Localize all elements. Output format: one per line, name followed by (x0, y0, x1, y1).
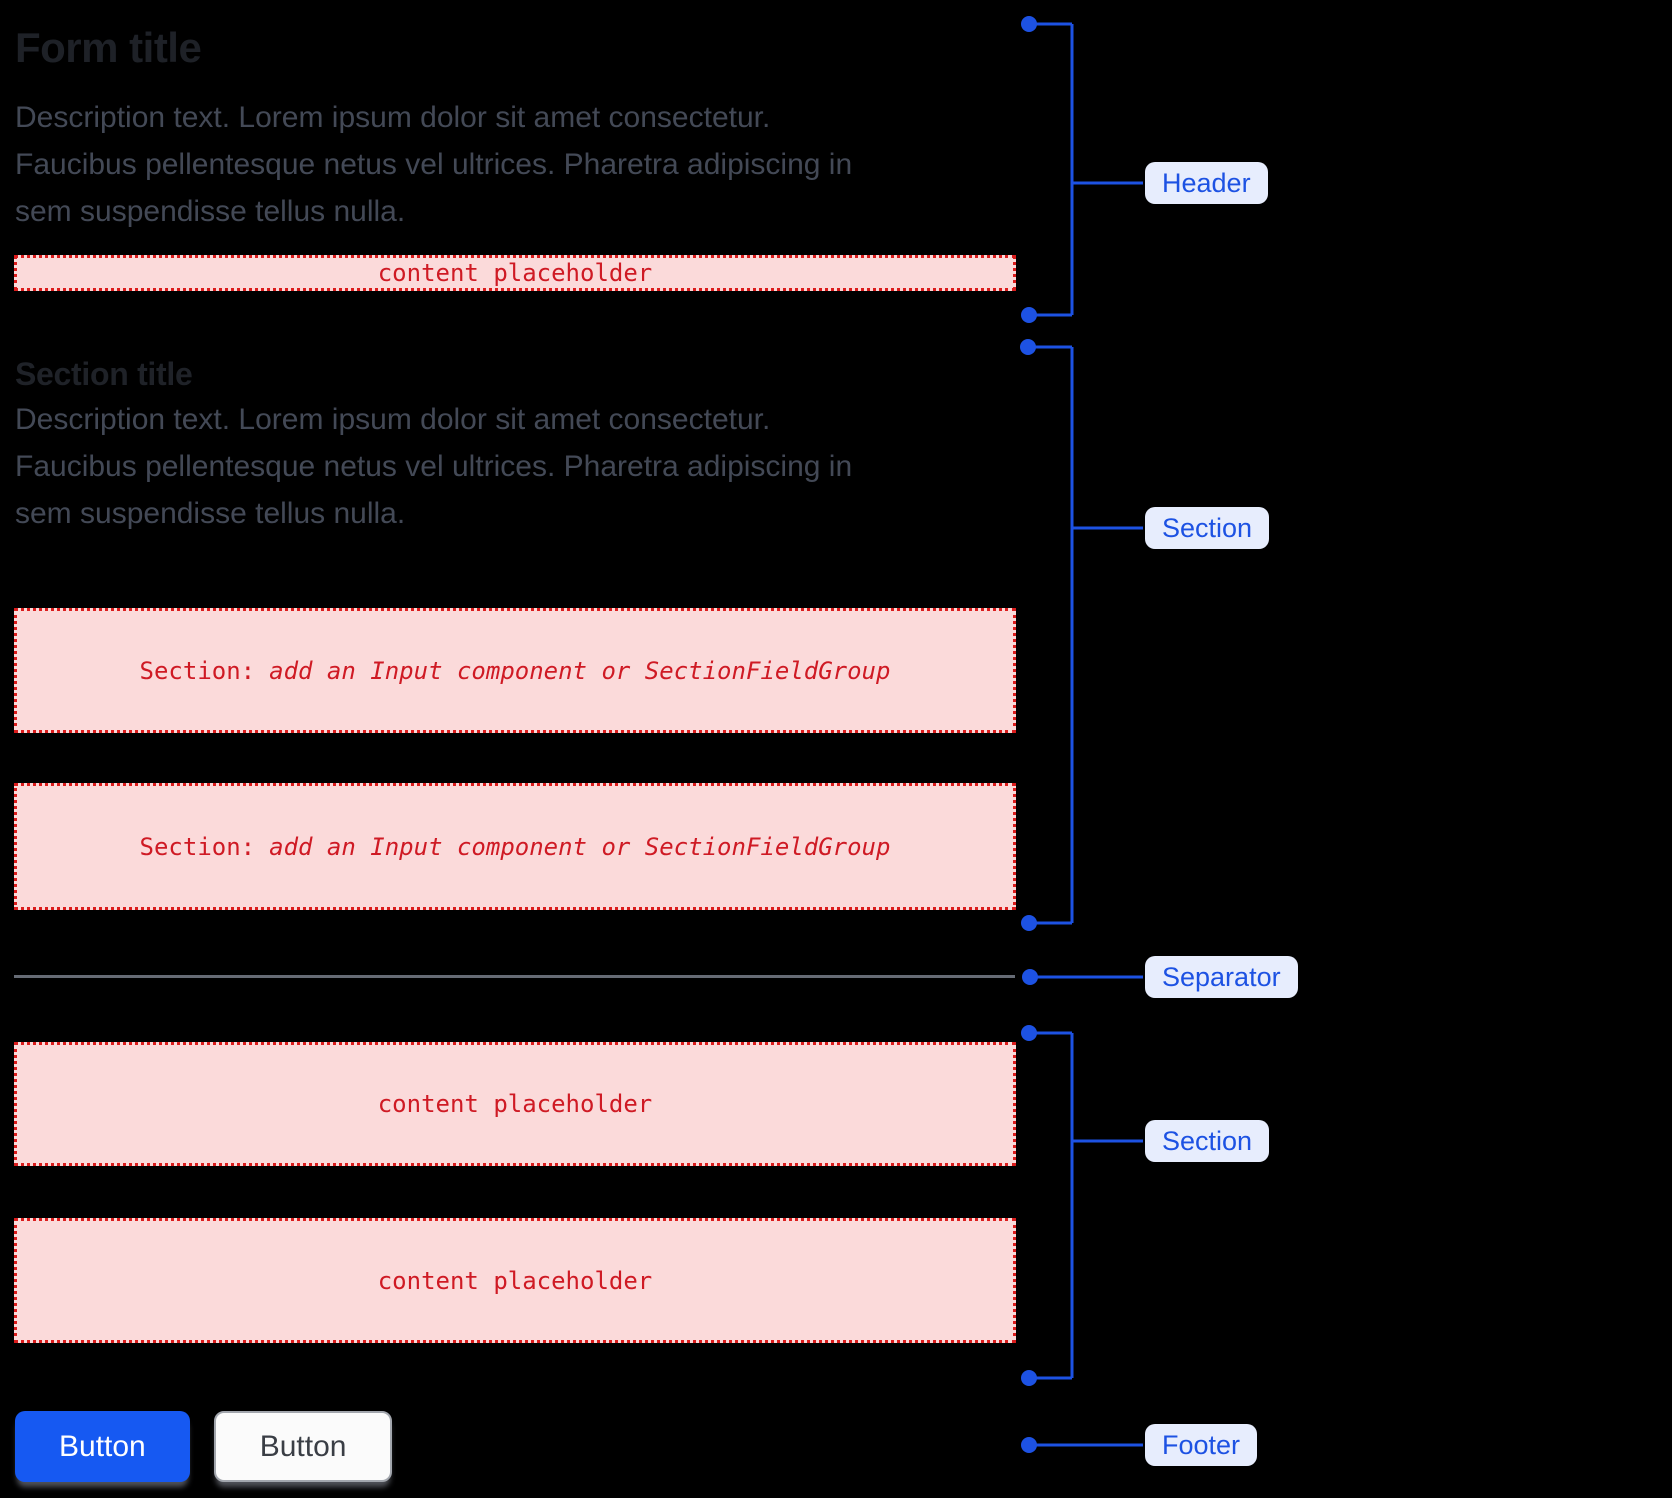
separator-line (14, 975, 1015, 978)
section-content-placeholder: content placeholder (14, 1218, 1016, 1343)
section-input-placeholder: Section: add an Input component or Secti… (14, 783, 1016, 910)
section-description-line: sem suspendisse tellus nulla. (15, 497, 406, 530)
header-annotation-label: Header (1145, 162, 1268, 204)
section-annotation-label: Section (1145, 507, 1270, 549)
separator-annotation-label: Separator (1145, 956, 1298, 998)
section-content-placeholder: content placeholder (14, 1042, 1016, 1166)
header-content-placeholder: content placeholder (14, 255, 1016, 291)
placeholder-text: content placeholder (377, 1266, 653, 1295)
header-bracket (1021, 16, 1143, 323)
section1-bracket (1020, 339, 1143, 931)
section-description: Description text. Lorem ipsum dolor sit … (15, 396, 965, 537)
form-description-line: Description text. Lorem ipsum dolor sit … (15, 101, 771, 134)
section-input-placeholder: Section: add an Input component or Secti… (14, 608, 1016, 733)
footer-annotation-label: Footer (1145, 1424, 1258, 1466)
primary-button[interactable]: Button (15, 1411, 190, 1482)
footer-pointer (1021, 1437, 1143, 1453)
placeholder-text-prefix: Section: (139, 832, 256, 861)
section-annotation-label: Section (1145, 1120, 1270, 1162)
placeholder-text-detail: add an Input component or SectionFieldGr… (269, 656, 891, 685)
placeholder-text-detail: add an Input component or SectionFieldGr… (269, 832, 891, 861)
separator-pointer (1022, 969, 1143, 985)
section-description-line: Description text. Lorem ipsum dolor sit … (15, 403, 771, 436)
form-description-line: sem suspendisse tellus nulla. (15, 195, 406, 228)
placeholder-text: content placeholder (377, 1090, 653, 1118)
form-description-line: Faucibus pellentesque netus vel ultrices… (15, 148, 853, 181)
secondary-button[interactable]: Button (213, 1411, 393, 1482)
section-title: Section title (15, 356, 193, 392)
section2-bracket (1021, 1025, 1143, 1386)
placeholder-text: content placeholder (377, 259, 653, 287)
placeholder-text-prefix: Section: (139, 656, 256, 685)
form-description: Description text. Lorem ipsum dolor sit … (15, 94, 965, 235)
form-footer: Button Button (15, 1411, 393, 1482)
section-description-line: Faucibus pellentesque netus vel ultrices… (15, 450, 853, 483)
form-title: Form title (15, 24, 202, 71)
